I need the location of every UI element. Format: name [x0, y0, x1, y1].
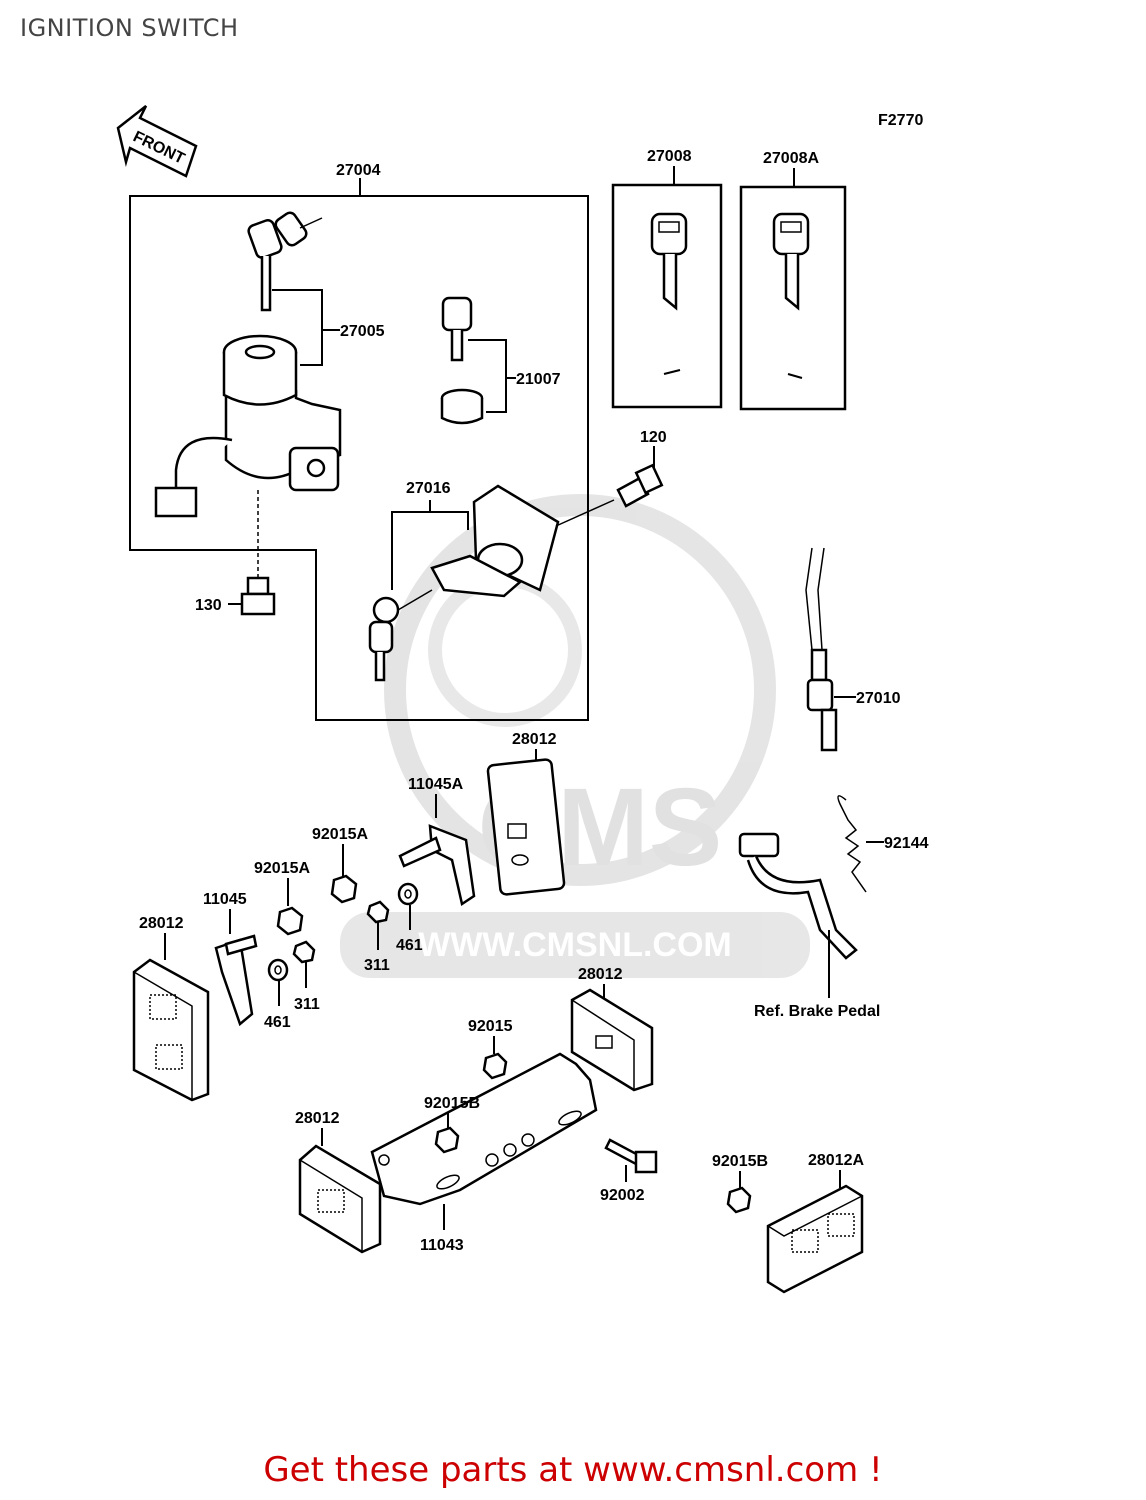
callout-461-lower: 461: [264, 1014, 291, 1031]
nut-92015-icon: [482, 1052, 508, 1080]
ref-brake-pedal: Ref. Brake Pedal: [754, 1003, 880, 1020]
nut-92015B-upper-icon: [434, 1126, 460, 1154]
front-arrow-icon: FRONT: [116, 105, 198, 178]
key-set-27005-icon: [247, 211, 323, 312]
spring-92144-icon: [837, 795, 867, 893]
callout-92015A-lower: 92015A: [254, 860, 310, 877]
callout-92015B-lower: 92015B: [712, 1153, 768, 1170]
callout-130: 130: [195, 597, 222, 614]
figure-code: F2770: [878, 112, 923, 129]
callout-27004: 27004: [336, 162, 381, 179]
parts-diagram: CMS WWW.CMSNL.COM F2770 FRONT 27004 2700…: [116, 105, 929, 1294]
brake-switch-27010-icon: [805, 547, 838, 752]
callout-92015A-upper: 92015A: [312, 826, 368, 843]
bracket-11045-icon: [214, 934, 258, 1027]
callout-311-lower: 311: [294, 996, 320, 1013]
footer-link[interactable]: Get these parts at www.cmsnl.com !: [263, 1450, 883, 1490]
callout-27010: 27010: [856, 690, 901, 707]
callout-27005: 27005: [340, 323, 385, 340]
bolt-120-icon: [616, 463, 664, 508]
bracket-11045A-icon: [398, 824, 476, 907]
callout-21007: 21007: [516, 371, 561, 388]
reflector-28012-bottom-icon: [298, 1144, 382, 1254]
key-27008A-icon: [772, 212, 810, 379]
key-21007-icon: [440, 296, 484, 425]
callout-27016: 27016: [406, 480, 451, 497]
callout-92015B-upper: 92015B: [424, 1095, 480, 1112]
callout-11045A: 11045A: [408, 776, 464, 793]
watermark-url: WWW.CMSNL.COM: [418, 926, 732, 964]
callout-28012-left: 28012: [139, 915, 184, 932]
reflector-28012-right-icon: [570, 988, 654, 1092]
reflector-28012-left-icon: [132, 958, 210, 1102]
callout-120: 120: [640, 429, 667, 446]
bolt-92002-icon: [604, 1138, 658, 1174]
washer-461-lower-icon: [267, 958, 289, 982]
callout-311-upper: 311: [364, 957, 390, 974]
callout-28012-top: 28012: [512, 731, 557, 748]
reflector-28012-top-icon: [486, 758, 566, 896]
page-title: IGNITION SWITCH: [20, 14, 239, 42]
key-27008-icon: [650, 212, 688, 375]
nut-92015A-upper-icon: [330, 874, 358, 904]
bracket-11043-icon: [370, 1052, 598, 1206]
callout-11043: 11043: [420, 1237, 464, 1254]
callout-27008: 27008: [647, 148, 692, 165]
bolt-130-icon: [240, 576, 276, 616]
reflector-28012A-icon: [766, 1184, 864, 1294]
callout-11045: 11045: [203, 891, 247, 908]
assembly-27004-outline: [129, 195, 589, 721]
callout-461-upper: 461: [396, 937, 423, 954]
nut-92015A-lower-icon: [276, 906, 304, 936]
helmet-lock-27016-icon: [368, 484, 615, 682]
washer-461-upper-icon: [397, 882, 419, 906]
callout-92015: 92015: [468, 1018, 513, 1035]
nut-92015B-lower-icon: [726, 1186, 752, 1214]
nut-311-lower-icon: [292, 940, 316, 964]
callout-28012A: 28012A: [808, 1152, 864, 1169]
callout-28012-right: 28012: [578, 966, 623, 983]
callout-28012-bottom: 28012: [295, 1110, 340, 1127]
nut-311-upper-icon: [366, 900, 390, 924]
callout-92144: 92144: [884, 835, 929, 852]
callout-27008A: 27008A: [763, 150, 819, 167]
ignition-switch-icon: [154, 334, 342, 518]
callout-92002: 92002: [600, 1187, 645, 1204]
